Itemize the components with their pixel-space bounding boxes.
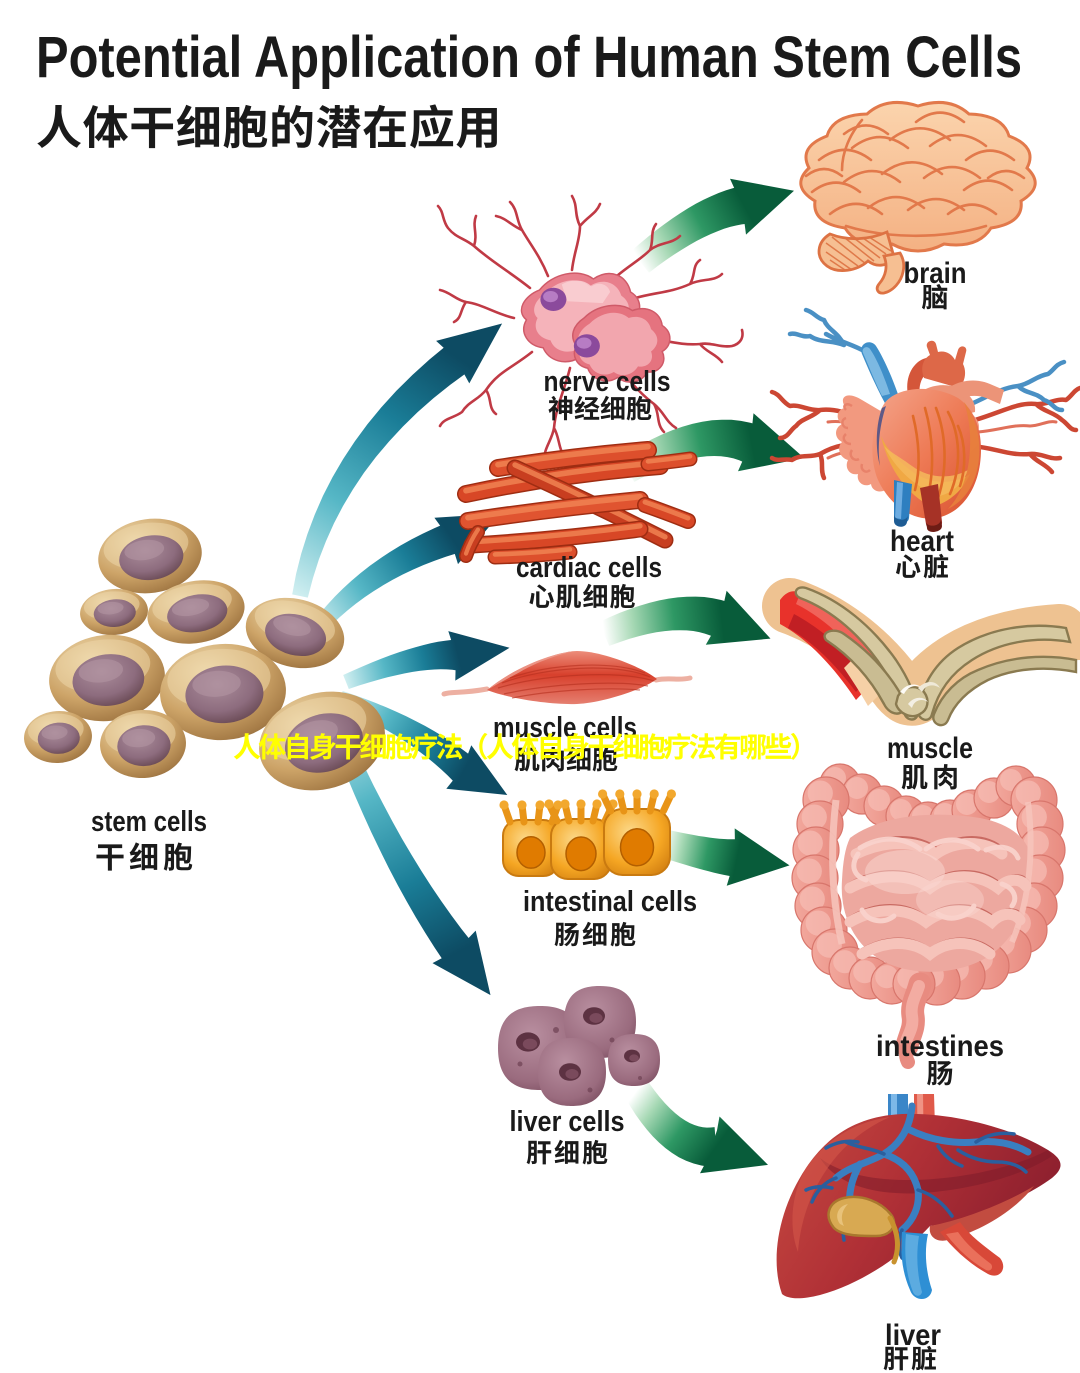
svg-text:brain: brain [904, 257, 967, 290]
svg-text:muscle: muscle [887, 732, 973, 765]
svg-text:muscle cells: muscle cells [493, 712, 637, 744]
svg-text:Potential Application of Human: Potential Application of Human Stem Cell… [36, 25, 1022, 90]
svg-text:heart: heart [890, 525, 954, 558]
svg-text:stem cells: stem cells [91, 806, 207, 838]
svg-text:cardiac cells: cardiac cells [516, 552, 662, 584]
svg-text:intestinal cells: intestinal cells [523, 886, 697, 918]
svg-text:intestines: intestines [876, 1030, 1004, 1063]
svg-text:liver: liver [885, 1319, 941, 1352]
svg-text:nerve cells: nerve cells [544, 366, 671, 398]
svg-text:liver cells: liver cells [510, 1106, 625, 1138]
